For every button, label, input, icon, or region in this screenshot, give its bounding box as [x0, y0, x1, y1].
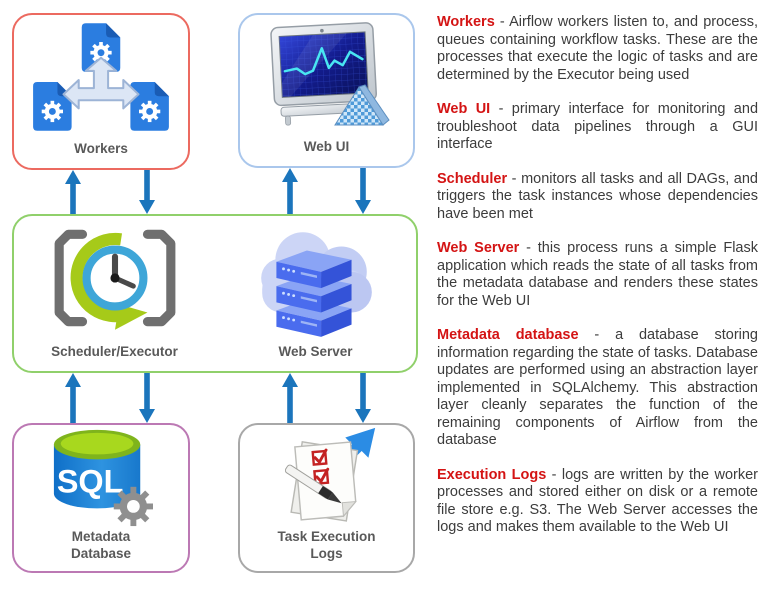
description-scheduler: Scheduler - monitors all tasks and all D… [437, 171, 758, 224]
text-web-server: - this process runs a simple Flask appli… [437, 240, 758, 309]
description-web-ui: Web UI - primary interface for monitorin… [437, 101, 758, 154]
description-metadata-database: Metadata database - a database storing i… [437, 327, 758, 450]
term-metadata-database: Metadata database [437, 327, 579, 343]
web-ui-box: Web UI [238, 13, 415, 168]
web-ui-icon-area [240, 15, 413, 139]
text-web-ui: - primary interface for monitoring and t… [437, 101, 759, 152]
metadata-icon-area: SQL [14, 425, 188, 529]
notepad-checklist-pen-arrow-icon [284, 427, 375, 522]
arrow-down-to-logs [355, 373, 371, 423]
term-workers: Workers [437, 14, 495, 30]
metadata-label: Metadata Database [71, 529, 131, 573]
description-workers: Workers - Airflow workers listen to, and… [437, 14, 758, 84]
web-ui-label: Web UI [303, 139, 350, 155]
core-box: Scheduler/Executor [12, 214, 418, 373]
term-web-server: Web Server [437, 240, 520, 256]
web-server-label: Web Server [278, 344, 353, 360]
arrow-up-from-logs [282, 373, 298, 423]
arrow-down-to-core-right [355, 168, 371, 214]
scheduler-label: Scheduler/Executor [51, 344, 178, 360]
text-metadata-database: - a database storing information regardi… [437, 327, 758, 448]
arrow-down-to-metadata [139, 373, 155, 423]
metadata-database-box: SQL Metadata Database [12, 423, 190, 573]
arrow-up-web-ui [282, 168, 298, 214]
description-execution-logs: Execution Logs - logs are written by the… [437, 467, 758, 537]
arrow-up-workers [65, 170, 81, 214]
web-server-section: Web Server [215, 216, 416, 371]
workers-box: Workers [12, 13, 190, 170]
term-web-ui: Web UI [437, 101, 491, 117]
logs-label-line2: Logs [310, 545, 343, 561]
logs-label-line1: Task Execution [277, 529, 376, 544]
term-execution-logs: Execution Logs [437, 466, 547, 483]
metadata-label-line1: Metadata [71, 529, 131, 544]
workers-label: Workers [74, 141, 128, 157]
scheduler-section: Scheduler/Executor [14, 216, 215, 371]
text-execution-logs: - logs are written by the worker process… [437, 466, 758, 536]
scheduler-icon-area [14, 216, 215, 344]
logs-label: Task Execution Logs [277, 529, 375, 573]
text-workers: - Airflow workers listen to, and process… [437, 14, 758, 83]
term-scheduler: Scheduler [437, 170, 508, 187]
text-scheduler: - monitors all tasks and all DAGs, and t… [437, 170, 758, 222]
web-server-icon-area [215, 216, 416, 344]
worker-documents-fanout-icon [33, 23, 169, 131]
description-web-server: Web Server - this process runs a simple … [437, 240, 758, 310]
arrow-up-from-metadata [65, 373, 81, 423]
sql-text: SQL [57, 464, 124, 500]
logs-icon-area [240, 425, 413, 529]
task-execution-logs-box: Task Execution Logs [238, 423, 415, 573]
arrow-down-to-core-left [139, 170, 155, 214]
monitor-graph-pyramid-icon [269, 22, 390, 126]
clock-refresh-brackets-icon [54, 229, 175, 330]
pen-icon [284, 464, 342, 504]
sql-database-gear-icon: SQL [53, 429, 153, 527]
cloud-server-stack-icon [260, 232, 372, 337]
descriptions-column: Workers - Airflow workers listen to, and… [437, 14, 758, 554]
gear-icon [113, 486, 153, 527]
metadata-label-line2: Database [70, 545, 132, 561]
workers-icon-area [14, 15, 188, 141]
